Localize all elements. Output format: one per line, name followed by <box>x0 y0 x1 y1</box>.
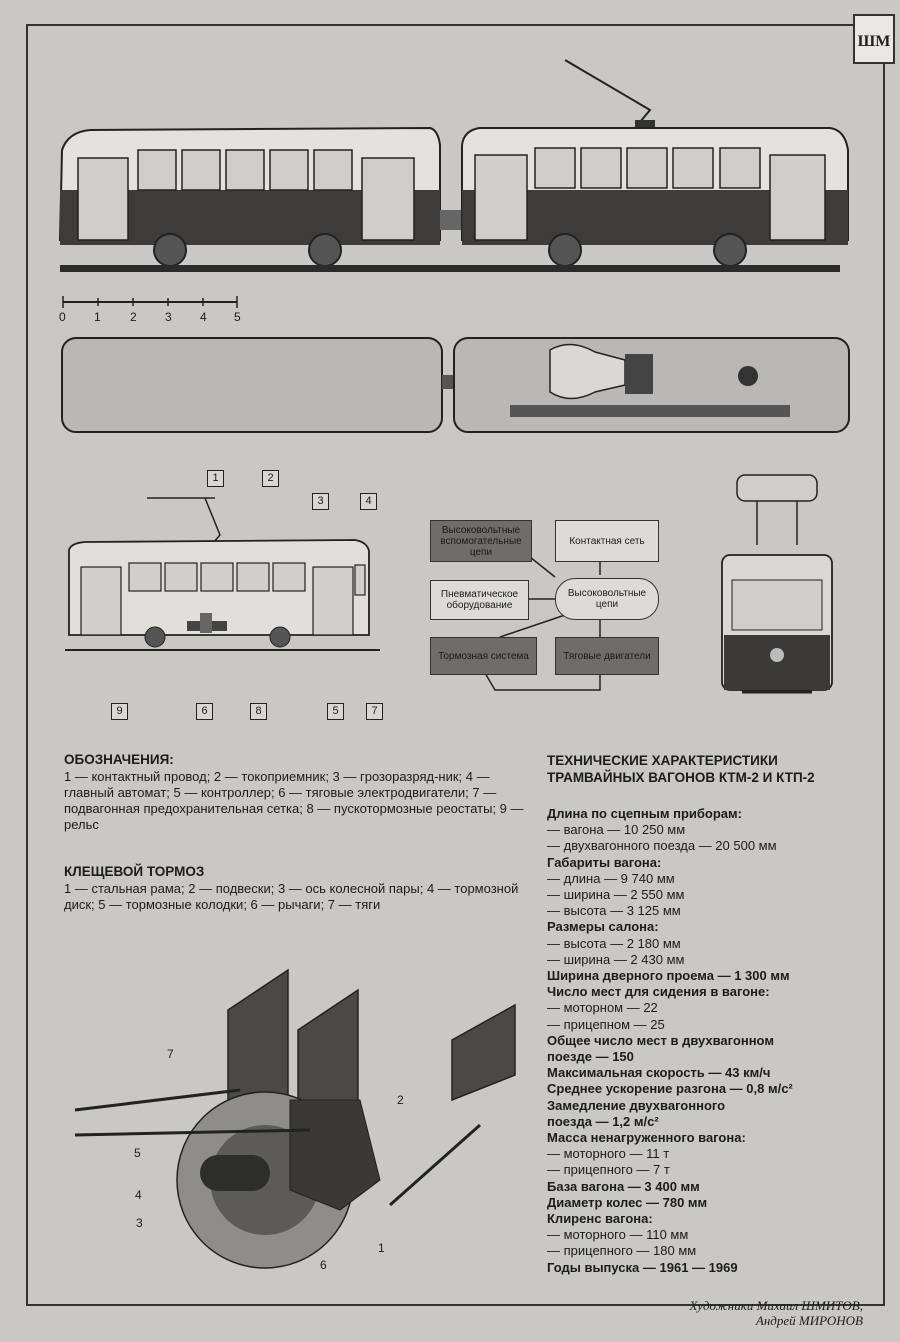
motor-car-schematic <box>65 497 380 651</box>
spec-line: — высота — 3 125 мм <box>547 903 681 919</box>
brake-label-2: 2 <box>397 1093 404 1107</box>
brake-label-6: 6 <box>320 1258 327 1272</box>
spec-line: поезда — 1,2 м/с² <box>547 1113 659 1129</box>
spec-line: Диаметр колес — 780 мм <box>547 1194 708 1210</box>
spec-line: — ширина — 2 430 мм <box>547 951 685 967</box>
scale-label: 4 <box>200 310 207 324</box>
spec-line: Замедление двухвагонного <box>547 1097 726 1113</box>
spec-line: База вагона — 3 400 мм <box>547 1178 700 1194</box>
node-traction-motors: Тяговые двигатели <box>555 637 659 675</box>
spec-line: Общее число мест в двухвагонном <box>547 1032 774 1048</box>
spec-line: — вагона — 10 250 мм <box>547 822 686 838</box>
spec-line: Длина по сцепным приборам: <box>547 806 742 821</box>
magazine-logo: ШМ <box>853 14 895 64</box>
callout-1: 1 <box>207 470 224 487</box>
brake-label-4: 4 <box>135 1188 142 1202</box>
brake-label-1: 1 <box>378 1241 385 1255</box>
spec-line: Клиренс вагона: <box>547 1211 653 1227</box>
spec-line: — высота — 2 180 мм <box>547 935 681 951</box>
spec-line: — прицепном — 25 <box>547 1016 665 1032</box>
spec-line: Размеры салона: <box>547 919 659 935</box>
scale-label: 3 <box>165 310 172 324</box>
scale-bar <box>62 296 238 308</box>
callout-5: 5 <box>327 703 344 720</box>
spec-line: — прицепного — 7 т <box>547 1162 670 1178</box>
brake-text: 1 — стальная рама; 2 — подвески; 3 — ось… <box>64 881 519 912</box>
spec-line: Среднее ускорение разгона — 0,8 м/с² <box>547 1081 793 1097</box>
spec-line: — прицепного — 180 мм <box>547 1243 697 1259</box>
page-frame <box>26 24 885 1306</box>
credits: Художники Михаил ШМИТОВ, Андрей МИРОНОВ <box>600 1298 863 1328</box>
node-hv-aux-circuits: Высоковольтные вспомогательные цепи <box>430 520 532 562</box>
spec-line: — моторного — 110 мм <box>547 1227 689 1243</box>
node-hv-circuits: Высоковольтные цепи <box>555 578 659 620</box>
spec-line: Максимальная скорость — 43 км/ч <box>547 1065 771 1081</box>
scale-label: 1 <box>94 310 101 324</box>
credits-line-1: Художники Михаил ШМИТОВ, <box>689 1298 863 1313</box>
tram-top-view-drawing <box>61 337 850 433</box>
node-pneumatic: Пневматическое оборудование <box>430 580 529 620</box>
scale-label: 0 <box>59 310 66 324</box>
tram-front-view-drawing <box>721 474 833 694</box>
scale-label: 5 <box>234 310 241 324</box>
flowchart-arrows <box>484 540 601 691</box>
credits-line-2: Андрей МИРОНОВ <box>755 1313 863 1328</box>
legend-title: ОБОЗНАЧЕНИЯ: <box>64 752 174 767</box>
node-contact-network: Контактная сеть <box>555 520 659 562</box>
specs-title: ТЕХНИЧЕСКИЕ ХАРАКТЕРИСТИКИ ТРАМВАЙНЫХ ВА… <box>547 753 815 785</box>
tram-side-view-drawing <box>58 59 849 272</box>
spec-line: — двухвагонного поезда — 20 500 мм <box>547 838 777 854</box>
disc-brake-drawing <box>74 968 516 1269</box>
legend-text: 1 — контактный провод; 2 — токоприемник;… <box>64 769 524 832</box>
specs-list: Длина по сцепным приборам:— вагона — 10 … <box>547 806 877 1276</box>
callout-4: 4 <box>360 493 377 510</box>
spec-line: — моторном — 22 <box>547 1000 658 1016</box>
callout-7: 7 <box>366 703 383 720</box>
logo-text: ШМ <box>858 33 891 50</box>
spec-line: — моторного — 11 т <box>547 1146 670 1162</box>
spec-line: Ширина дверного проема — 1 300 мм <box>547 968 790 984</box>
callout-9: 9 <box>111 703 128 720</box>
spec-line: Габариты вагона: <box>547 854 662 870</box>
spec-line: Годы выпуска — 1961 — 1969 <box>547 1259 738 1275</box>
brake-label-3: 3 <box>136 1216 143 1230</box>
scale-label: 2 <box>130 310 137 324</box>
callout-3: 3 <box>312 493 329 510</box>
brake-title: КЛЕЩЕВОЙ ТОРМОЗ <box>64 864 205 879</box>
callout-2: 2 <box>262 470 279 487</box>
brake-label-5: 5 <box>134 1146 141 1160</box>
brake-label-7: 7 <box>167 1047 174 1061</box>
spec-line: — ширина — 2 550 мм <box>547 887 685 903</box>
callout-6: 6 <box>196 703 213 720</box>
spec-line: поезде — 150 <box>547 1049 634 1065</box>
callout-8: 8 <box>250 703 267 720</box>
spec-line: Число мест для сидения в вагоне: <box>547 984 770 1000</box>
spec-line: — длина — 9 740 мм <box>547 870 675 886</box>
node-brake-system: Тормозная система <box>430 637 537 675</box>
spec-line: Масса ненагруженного вагона: <box>547 1130 746 1146</box>
